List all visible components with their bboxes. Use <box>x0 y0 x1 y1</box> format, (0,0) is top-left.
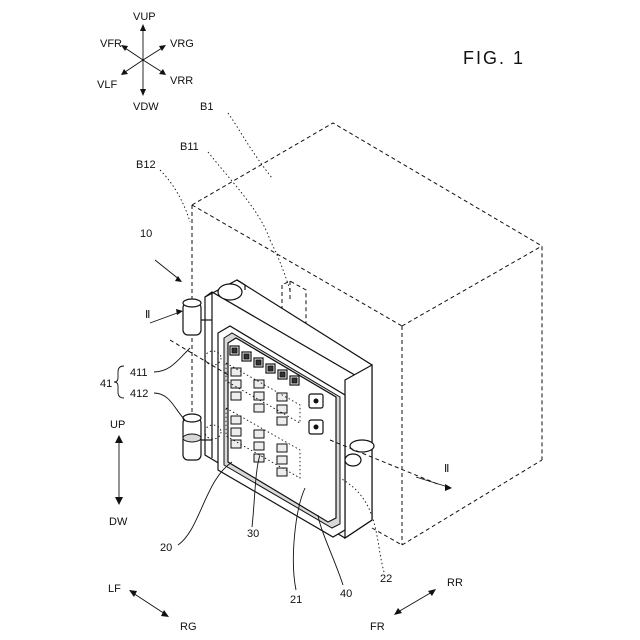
lf-label: LF <box>108 583 121 595</box>
vrg-label: VRG <box>170 38 194 50</box>
b1-label: B1 <box>200 101 213 113</box>
vlf-label: VLF <box>97 79 117 91</box>
b11-label: B11 <box>180 141 199 153</box>
numeral-30: 30 <box>247 528 259 540</box>
figure-title: FIG. 1 <box>463 48 525 68</box>
vfr-label: VFR <box>100 38 122 50</box>
numeral-412: 412 <box>130 388 148 400</box>
lf-rg-axis: LF RG <box>108 583 197 633</box>
numeral-21: 21 <box>290 594 302 606</box>
vdw-label: VDW <box>133 101 159 113</box>
vup-label: VUP <box>133 11 156 23</box>
b12-label: B12 <box>136 159 156 171</box>
vertical-axis: UP DW <box>109 419 128 528</box>
fr-label: FR <box>370 621 385 633</box>
up-label: UP <box>110 419 125 431</box>
numeral-40: 40 <box>340 588 352 600</box>
numeral-20: 20 <box>160 542 172 554</box>
direction-compass: VUP VDW VFR VRG VLF VRR <box>97 11 194 113</box>
section-label-left: Ⅱ <box>145 309 150 321</box>
numeral-411: 411 <box>130 367 148 379</box>
vrr-label: VRR <box>170 75 193 87</box>
fr-rr-axis: RR FR <box>370 577 463 633</box>
dw-label: DW <box>109 516 128 528</box>
section-label-right: Ⅱ <box>444 463 449 475</box>
brace-41 <box>114 366 124 398</box>
rg-label: RG <box>180 621 197 633</box>
rr-label: RR <box>447 577 463 589</box>
numeral-41: 41 <box>100 378 112 390</box>
numeral-10: 10 <box>140 228 152 240</box>
numeral-22: 22 <box>380 573 392 585</box>
